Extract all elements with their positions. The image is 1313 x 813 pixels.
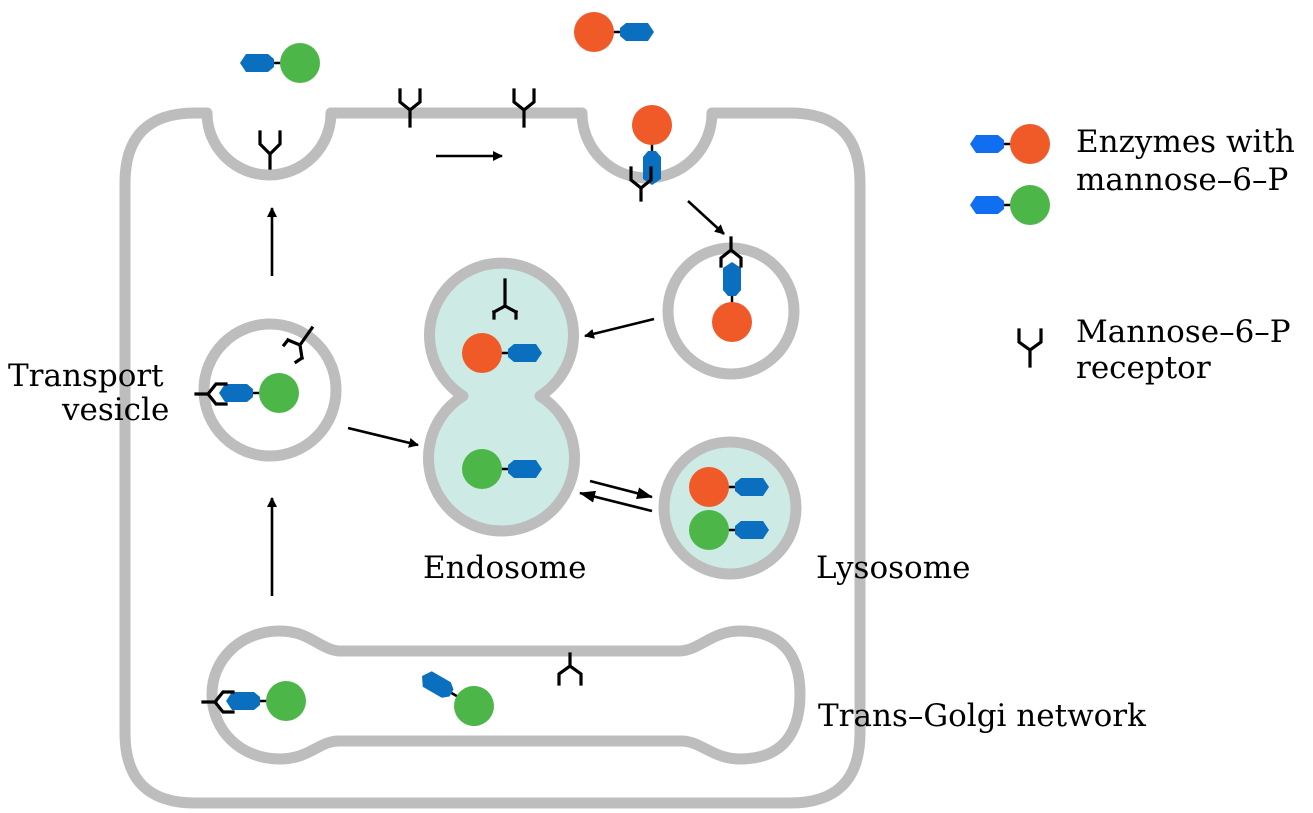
enzyme-body [632,105,672,145]
arrow-endosome-to-lysosome [589,479,653,500]
receptor-icon [281,325,315,365]
receptor-icon [398,88,422,128]
legend-receptor-line1: Mannose–6–P [1076,314,1291,350]
label-trans-golgi-network: Trans–Golgi network [818,698,1146,734]
legend-receptor-line2: receptor [1076,350,1211,386]
mannose-6-phosphate-tag [723,262,741,296]
mannose-6-phosphate-tag [508,344,542,362]
label-lysosome: Lysosome [816,550,970,586]
enzyme-icon [712,262,752,342]
enzyme-icon [689,467,769,507]
mannose-6-phosphate-tag [226,692,260,710]
enzyme-body [259,373,299,413]
enzyme-body [712,302,752,342]
enzyme-icon [226,681,306,721]
enzyme-body [462,449,502,489]
transport-vesicle [198,318,342,462]
receptor-icon [258,130,282,170]
arrow-lysosome-to-endosome [579,490,653,513]
mannose-6-phosphate-tag [970,135,1004,153]
enzyme-icon [462,333,542,373]
receptor-bound-icon [194,382,228,406]
mannose-6-phosphate-tag [219,384,253,402]
receptor-bound-icon [201,690,235,714]
lysosome [658,436,802,580]
enzyme-body [1010,185,1050,225]
enzyme-icon [462,449,542,489]
enzyme-body [462,333,502,373]
enzyme-body [1010,124,1050,164]
enzyme-linker [450,691,460,699]
label-endosome: Endosome [423,550,586,586]
enzyme-icon [240,43,320,83]
mannose-6-phosphate-tag [735,478,769,496]
enzyme-body [689,510,729,550]
receptor-legend-icon [1017,328,1043,368]
legend-enzymes-line2: mannose–6–P [1076,162,1288,198]
receptor-icon [557,652,583,686]
enzyme-body [280,43,320,83]
enzyme-body [689,467,729,507]
enzyme-icon [689,510,769,550]
enzyme-icon [574,12,654,52]
enzyme-body [266,681,306,721]
receptor-bound-icon [719,236,743,268]
endosome [423,257,580,537]
mannose-6-phosphate-tag [422,671,454,698]
receptor-icon [512,88,536,128]
trans-golgi-network [206,625,806,765]
mannose-6-phosphate-tag [970,196,1004,214]
enzyme-icon [970,185,1050,225]
mannose-6-phosphate-tag [240,54,274,72]
legend: Enzymes with mannose–6–P Mannose–6–P rec… [1017,124,1295,386]
mannose-6-phosphate-tag [508,460,542,478]
label-transport: Transport [8,358,164,394]
enzyme-body [454,686,494,726]
mannose-6-phosphate-tag [735,521,769,539]
enzyme-icon [422,671,494,726]
arrow-pit-to-vesicle [687,200,725,235]
cell-membrane [119,107,866,809]
enzyme-icon [219,373,299,413]
enzyme-body [574,12,614,52]
receptor-bound-icon [629,166,653,202]
label-vesicle: vesicle [61,392,169,428]
enzyme-icon [970,124,1050,164]
legend-enzymes-line1: Enzymes with [1076,124,1295,160]
arrow-transport-to-endosome [347,426,419,448]
arrow-vesicle-to-endosome [584,317,655,339]
enzymes-layer [194,12,1050,726]
mannose-6-phosphate-tag [620,23,654,41]
receptor-icon [491,278,519,320]
